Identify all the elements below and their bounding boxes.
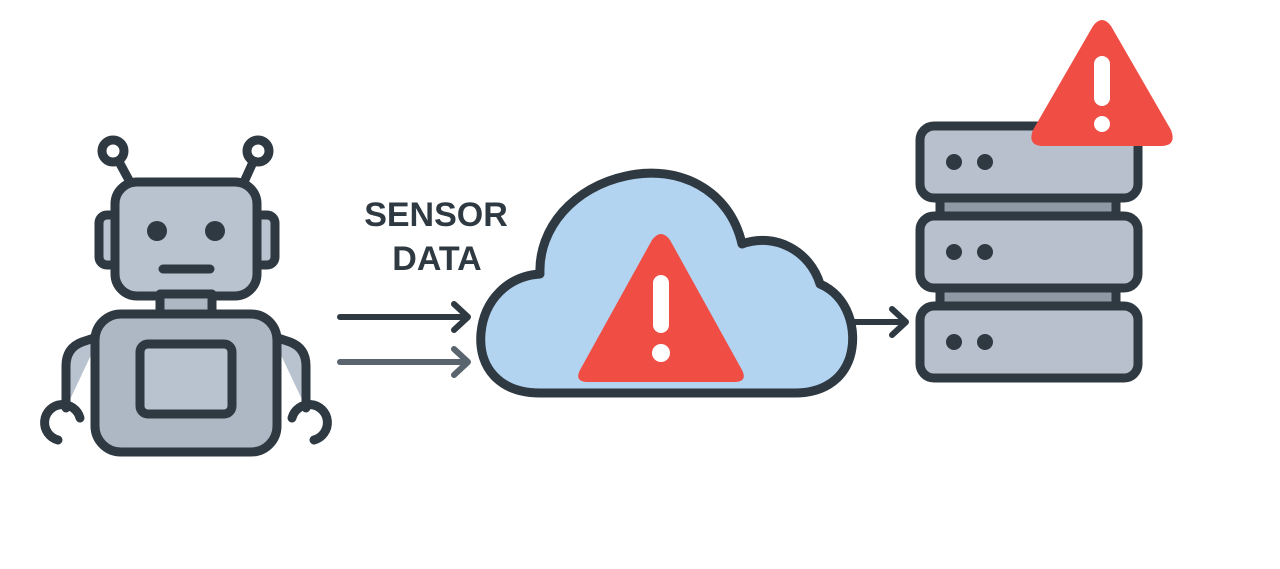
edge-label-line-2: DATA bbox=[392, 240, 481, 278]
robot-antennas bbox=[97, 135, 274, 187]
robot-head bbox=[110, 177, 262, 301]
robot-chest-panel bbox=[135, 339, 237, 419]
arrow-cloud-to-server bbox=[847, 306, 909, 338]
robot-icon bbox=[40, 135, 332, 457]
arrow-robot-to-cloud-2 bbox=[337, 346, 471, 378]
server-indicator-dots bbox=[946, 154, 993, 350]
robot-claw-right bbox=[287, 400, 332, 445]
server-warning-dot bbox=[1094, 116, 1110, 132]
arrow-robot-to-cloud-1 bbox=[337, 301, 471, 333]
robot-claw-left bbox=[40, 400, 85, 445]
robot-eye-left bbox=[147, 221, 167, 241]
server-stack-icon bbox=[915, 121, 1143, 383]
cloud-warning-dot bbox=[652, 344, 670, 362]
server-unit-middle bbox=[915, 211, 1143, 293]
cloud-warning-icon bbox=[578, 234, 744, 382]
server-warning-icon bbox=[1031, 20, 1173, 146]
server-warning-bar bbox=[1094, 56, 1110, 106]
robot-eye-right bbox=[205, 221, 225, 241]
cloud-warning-bar bbox=[653, 275, 669, 333]
cloud-icon bbox=[476, 168, 858, 398]
edge-label-line-1: SENSOR bbox=[364, 196, 508, 234]
server-unit-bottom bbox=[915, 301, 1143, 383]
